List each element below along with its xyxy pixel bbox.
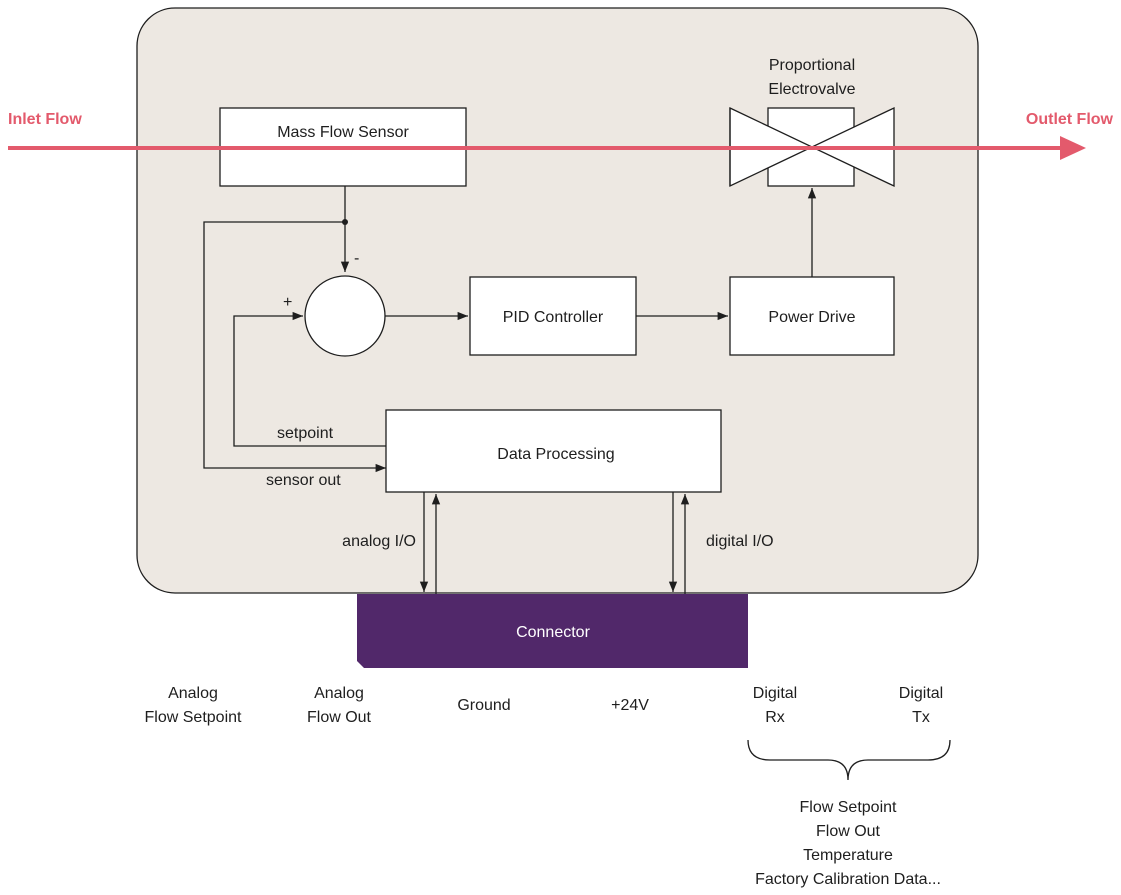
- data-processing-block: Data Processing: [385, 409, 722, 493]
- plus-sign: +: [283, 294, 292, 311]
- valve-label-line2: Electrovalve: [768, 81, 855, 98]
- outlet-flow-label: Outlet Flow: [1026, 111, 1114, 128]
- analog-io-label: analog I/O: [342, 533, 416, 550]
- data-processing-label: Data Processing: [497, 446, 614, 463]
- pin-ground: Ground: [457, 697, 510, 714]
- digital-data-item: Temperature: [803, 847, 893, 864]
- setpoint-label: setpoint: [277, 425, 334, 442]
- outlet-arrow-icon: [1060, 136, 1086, 160]
- pin-analog-setpoint-line1: Analog: [168, 685, 218, 702]
- digital-data-item: Flow Setpoint: [800, 799, 897, 816]
- sensor-out-label: sensor out: [266, 472, 341, 489]
- digital-brace: [747, 739, 951, 781]
- power-drive-label: Power Drive: [768, 309, 855, 326]
- pin-digital-rx-line2: Rx: [765, 709, 785, 726]
- pin-analog-out-line1: Analog: [314, 685, 364, 702]
- flow-path: [8, 136, 1086, 160]
- pid-controller-block: PID Controller: [469, 276, 637, 356]
- digital-data-item: Factory Calibration Data...: [755, 871, 941, 888]
- minus-sign: -: [354, 250, 359, 267]
- pin-digital-rx-line1: Digital: [753, 685, 797, 702]
- pin-digital-tx-line2: Tx: [912, 709, 930, 726]
- sensor-label: Mass Flow Sensor: [277, 124, 409, 141]
- pin-digital-tx-line1: Digital: [899, 685, 943, 702]
- power-drive-block: Power Drive: [729, 276, 895, 356]
- inlet-flow-label: Inlet Flow: [8, 111, 82, 128]
- pin-24v: +24V: [611, 697, 649, 714]
- digital-data-list: Flow Setpoint Flow Out Temperature Facto…: [755, 799, 941, 888]
- pin-analog-out-line2: Flow Out: [307, 709, 372, 726]
- connector-block: Connector: [357, 594, 748, 668]
- pid-label: PID Controller: [503, 309, 604, 326]
- digital-io-label: digital I/O: [706, 533, 774, 550]
- pin-labels: Analog Flow Setpoint Analog Flow Out Gro…: [145, 685, 944, 726]
- summing-junction: - +: [283, 250, 386, 357]
- pin-analog-setpoint-line2: Flow Setpoint: [145, 709, 242, 726]
- digital-data-item: Flow Out: [816, 823, 881, 840]
- valve-label-line1: Proportional: [769, 57, 855, 74]
- connector-label: Connector: [516, 624, 590, 641]
